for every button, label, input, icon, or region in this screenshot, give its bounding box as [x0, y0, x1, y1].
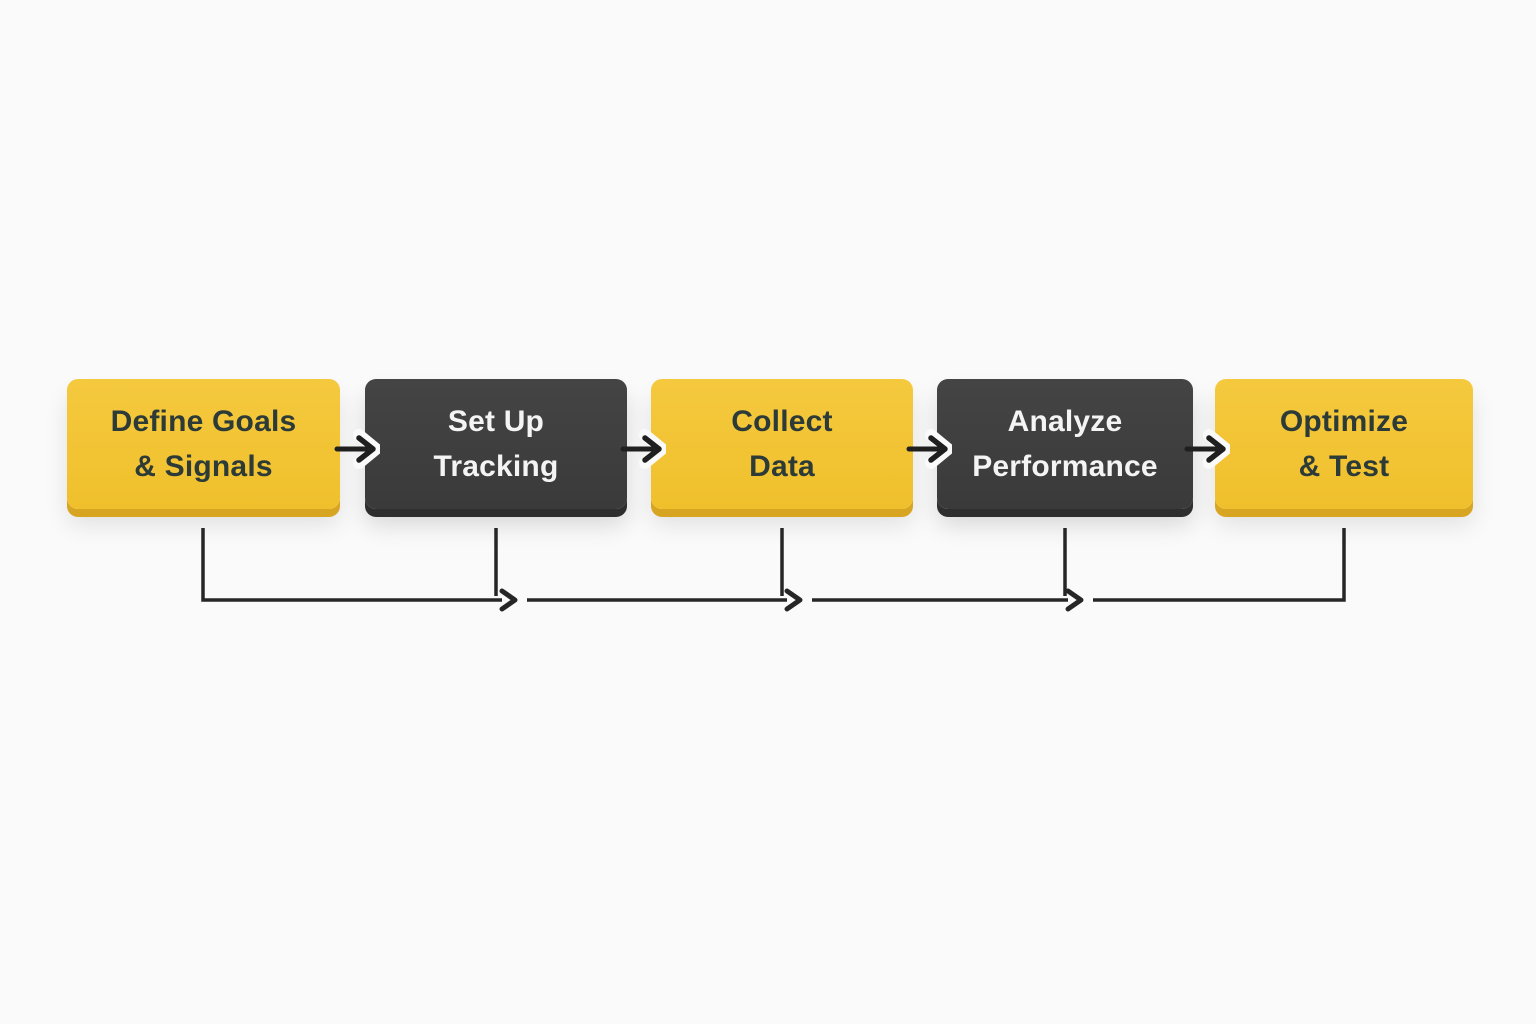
node-label: Optimize & Test: [1280, 399, 1408, 489]
node-label-line2: Data: [749, 450, 815, 483]
node-optimize-test: Optimize & Test: [1215, 379, 1473, 509]
node-label-line1: Analyze: [1007, 405, 1123, 438]
node-define-goals-signals: Define Goals & Signals: [67, 379, 340, 509]
arrow-right-icon: [1184, 429, 1230, 469]
arrow-right-icon: [334, 429, 380, 469]
node-label-line2: Performance: [972, 450, 1158, 483]
node-label-line2: Tracking: [433, 450, 559, 483]
node-label-line2: & Signals: [134, 450, 273, 483]
arrow-right-icon: [906, 429, 952, 469]
node-collect-data: Collect Data: [651, 379, 913, 509]
node-label-line1: Collect: [731, 405, 833, 438]
node-label-line2: & Test: [1298, 450, 1390, 483]
node-label: Define Goals & Signals: [111, 399, 297, 489]
node-label-line1: Set Up: [447, 405, 545, 438]
node-analyze-performance: Analyze Performance: [937, 379, 1193, 509]
node-label-line1: Optimize: [1279, 405, 1409, 438]
arrow-right-icon: [620, 429, 666, 469]
node-label: Set Up Tracking: [434, 399, 559, 489]
node-label-line1: Define Goals: [110, 405, 297, 438]
node-set-up-tracking: Set Up Tracking: [365, 379, 627, 509]
node-label: Analyze Performance: [972, 399, 1158, 489]
node-label: Collect Data: [731, 399, 832, 489]
